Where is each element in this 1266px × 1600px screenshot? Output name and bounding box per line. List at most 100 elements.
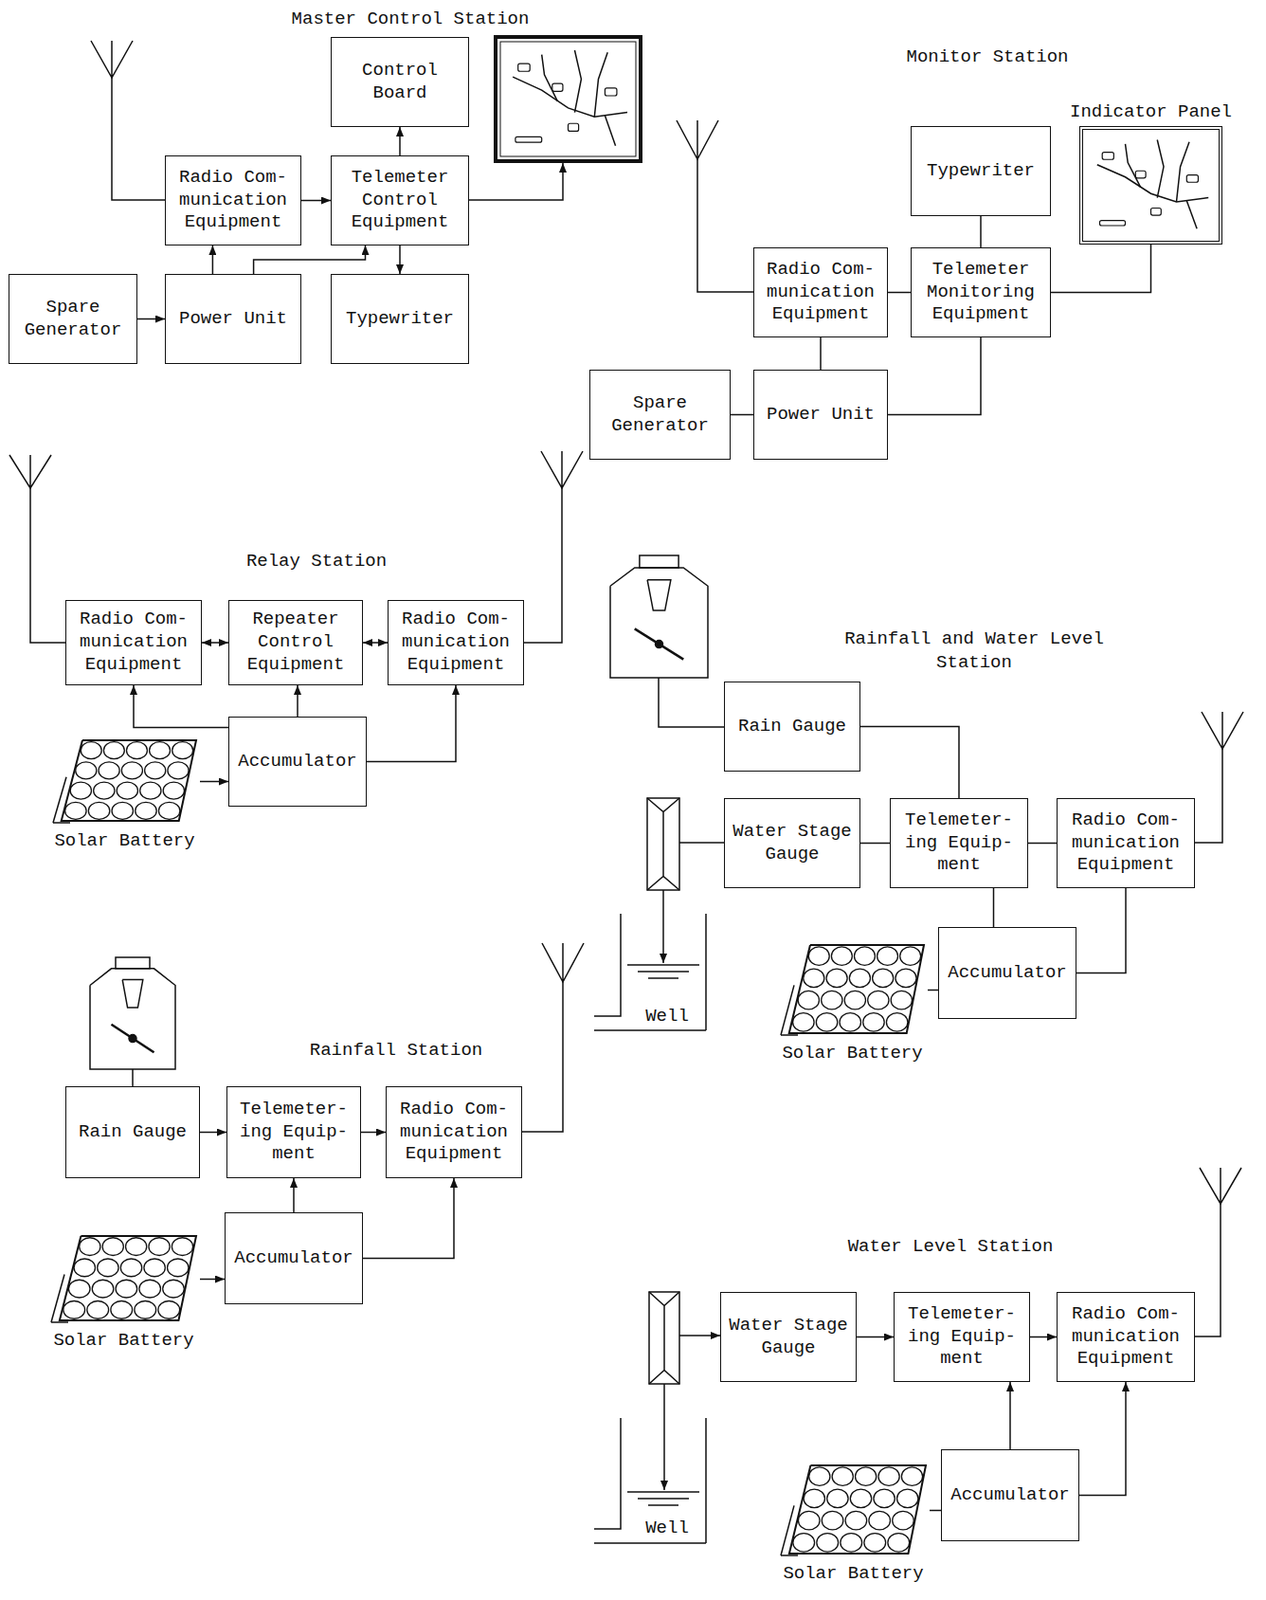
- solar-cell: [900, 946, 922, 966]
- river-line: [1097, 164, 1209, 202]
- signal-line: [469, 162, 563, 200]
- connector-line: [296, 685, 299, 717]
- solar-cell: [148, 1237, 170, 1256]
- equipment-box: Accumulator: [940, 1448, 1080, 1541]
- equipment-box: Water Stage Gauge: [723, 797, 861, 888]
- panel-stand: [53, 821, 71, 824]
- gauge-body: [610, 567, 708, 678]
- float-gauge: [649, 1291, 680, 1384]
- connector-line: [1028, 842, 1057, 845]
- solar-cell: [849, 968, 870, 988]
- connector-line: [887, 337, 981, 416]
- equipment-box: Power Unit: [164, 273, 302, 364]
- solar-cell: [797, 990, 819, 1010]
- solar-cell: [68, 1279, 91, 1298]
- station-title: Rainfall Station: [291, 1038, 501, 1063]
- solar-cell: [845, 1510, 868, 1530]
- map-art: [1083, 129, 1219, 241]
- station-title: Rainfall and Water Level Station: [813, 627, 1136, 674]
- solar-cell: [134, 1301, 157, 1320]
- solar-panel-art: [777, 940, 928, 1039]
- solar-battery: Solar Battery: [49, 736, 200, 827]
- gauge-cap: [115, 957, 150, 969]
- river-line: [542, 54, 559, 102]
- connector-line: [1009, 1381, 1012, 1449]
- equipment-box: Typewriter: [910, 126, 1051, 217]
- box-label: Power Unit: [179, 307, 288, 331]
- box-label: Radio Com- munication Equipment: [758, 258, 884, 326]
- connector-line: [201, 641, 229, 644]
- solar-cell: [815, 1012, 837, 1032]
- solar-panel-art: [777, 1461, 930, 1559]
- station-mark: [604, 88, 617, 96]
- station-mark: [1135, 170, 1146, 179]
- box-label: Water Stage Gauge: [724, 1314, 852, 1360]
- connector-line: [979, 216, 982, 248]
- connector-line: [1050, 244, 1152, 293]
- solar-cell: [803, 1488, 825, 1508]
- line-art: [9, 36, 1244, 1543]
- solar-cell: [808, 946, 830, 966]
- solar-cell: [172, 741, 194, 760]
- box-label: Accumulator: [234, 1247, 353, 1270]
- solar-cell: [120, 1258, 142, 1277]
- connector-line: [301, 199, 331, 202]
- float-gauge: [647, 797, 680, 890]
- gauge-link: [679, 1334, 721, 1337]
- caption-label: Solar Battery: [54, 830, 195, 853]
- float-wire: [662, 889, 665, 963]
- solar-cell: [901, 1466, 923, 1486]
- solar-cell: [149, 741, 171, 760]
- solar-panel-art: [49, 736, 200, 827]
- solar-cell: [135, 801, 157, 819]
- box-label: Control Board: [335, 59, 465, 106]
- equipment-box: Rain Gauge: [65, 1085, 200, 1178]
- box-label: Radio Com- munication Equipment: [1061, 1302, 1191, 1371]
- river-line: [1176, 142, 1191, 202]
- station-mark: [1100, 220, 1126, 226]
- connector-line: [361, 1131, 386, 1134]
- caption-label: Solar Battery: [781, 1042, 923, 1066]
- station-mark: [1151, 207, 1162, 216]
- solar-cell: [162, 1279, 185, 1298]
- box-label: Telemeter Monitoring Equipment: [915, 258, 1047, 326]
- solar-cell: [826, 968, 848, 988]
- station-mark: [518, 63, 531, 72]
- gauge-link: [131, 1068, 134, 1086]
- antenna-feed: [522, 981, 563, 1132]
- equipment-box: Radio Com- munication Equipment: [1056, 797, 1195, 888]
- solar-cell: [816, 1533, 839, 1553]
- antenna-symbol: [1201, 711, 1244, 749]
- gauge-pivot: [655, 640, 664, 649]
- equipment-box: Telemeter- ing Equip- ment: [893, 1291, 1031, 1382]
- solar-battery: Solar Battery: [47, 1231, 200, 1326]
- box-label: Accumulator: [950, 1483, 1069, 1507]
- caption-label: Solar Battery: [782, 1562, 923, 1586]
- solar-cell: [144, 761, 166, 779]
- solar-battery: Solar Battery: [777, 1461, 930, 1559]
- water-surface: [648, 976, 679, 979]
- panel-stand: [780, 1033, 798, 1036]
- connector-line: [398, 245, 401, 274]
- box-label: Rain Gauge: [738, 715, 847, 739]
- gauge-pivot: [128, 1034, 137, 1043]
- connector-line: [1076, 887, 1126, 974]
- solar-cell: [855, 1466, 877, 1486]
- equipment-box: Accumulator: [228, 716, 367, 807]
- solar-cell: [158, 1301, 181, 1320]
- connector-line: [199, 1131, 227, 1134]
- box-label: Radio Com- munication Equipment: [390, 1098, 518, 1166]
- box-label: Telemeter- ing Equip- ment: [894, 809, 1024, 877]
- solar-cell: [162, 781, 184, 799]
- antenna-feed: [1194, 1203, 1221, 1337]
- panel-stand: [780, 1554, 798, 1556]
- solar-cell: [98, 761, 120, 779]
- float-gauge: [647, 797, 680, 890]
- station-mark: [568, 123, 579, 131]
- caption-label: Solar Battery: [53, 1329, 194, 1353]
- station-title: Well: [629, 1004, 706, 1029]
- solar-battery: Solar Battery: [777, 940, 928, 1039]
- box-label: Radio Com- munication Equipment: [392, 608, 520, 676]
- solar-cell: [65, 801, 87, 819]
- solar-cell: [840, 1533, 863, 1553]
